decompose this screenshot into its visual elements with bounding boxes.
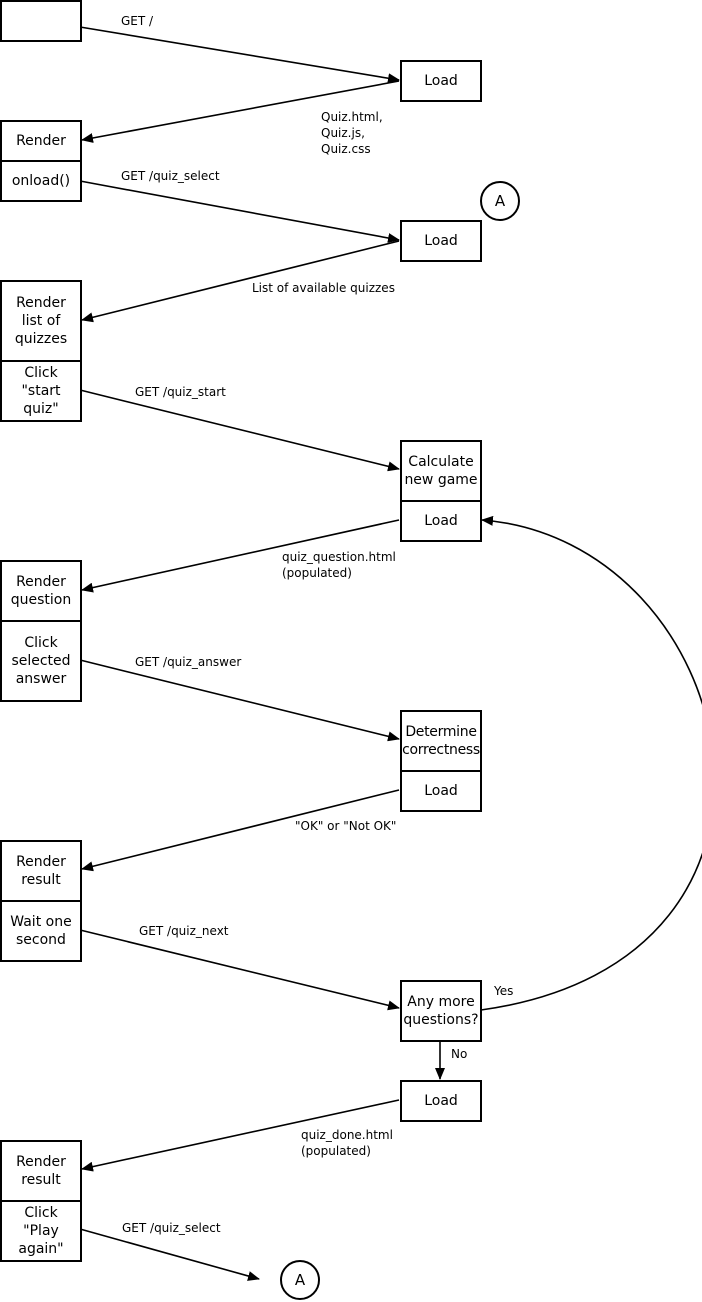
label-get-root: GET / [121, 14, 154, 28]
server-load-box-4: Load [400, 770, 482, 812]
label-get-quiz-answer: GET /quiz_answer [135, 655, 242, 669]
arrow-get-quiz-select-2 [79, 1228, 260, 1281]
server-load-box-2: Load [400, 220, 482, 262]
client-play-again-box: Click "Play again" [0, 1200, 82, 1262]
label-get-quiz-select: GET /quiz_select [121, 169, 220, 183]
arrow-quiz-files [81, 80, 400, 143]
server-determine-box: Determine correctness [400, 710, 482, 772]
client-wait-box: Wait one second [0, 900, 82, 962]
label-list-quizzes: List of available quizzes [252, 281, 395, 295]
client-start-box [0, 0, 82, 42]
server-load-box-3: Load [400, 500, 482, 542]
client-render-final-box: Render result [0, 1140, 82, 1202]
client-render-result-box: Render result [0, 840, 82, 902]
arrow-get-root [79, 26, 400, 84]
arrow-list-quizzes [81, 240, 400, 323]
arrow-ok-not-ok [81, 789, 400, 872]
client-click-start-box: Click "start quiz" [0, 360, 82, 422]
label-quiz-done-html: quiz_done.html (populated) [301, 1128, 393, 1158]
arrow-yes-loop [480, 515, 702, 1011]
label-ok-not-ok: "OK" or "Not OK" [295, 819, 397, 833]
arrow-get-quiz-next [79, 929, 400, 1011]
arrow-get-quiz-start [79, 389, 400, 472]
label-no: No [451, 1047, 468, 1061]
label-get-quiz-next: GET /quiz_next [139, 924, 229, 938]
arrow-get-quiz-select [79, 180, 400, 243]
server-calculate-box: Calculate new game [400, 440, 482, 502]
label-quiz-files: Quiz.html, Quiz.js, Quiz.css [321, 110, 383, 156]
client-render-box: Render [0, 120, 82, 162]
arrow-get-quiz-answer [79, 659, 400, 742]
server-any-more-box: Any more questions? [400, 980, 482, 1042]
label-yes: Yes [494, 984, 514, 998]
label-get-quiz-select-2: GET /quiz_select [122, 1221, 221, 1235]
label-quiz-question-html: quiz_question.html (populated) [282, 550, 396, 580]
arrow-quiz-question-html [81, 519, 400, 593]
connector-a-top: A [480, 181, 520, 221]
client-render-question-box: Render question [0, 560, 82, 622]
server-load-box-1: Load [400, 60, 482, 102]
connector-a-bottom: A [280, 1260, 320, 1300]
label-get-quiz-start: GET /quiz_start [135, 385, 226, 399]
client-onload-box: onload() [0, 160, 82, 202]
server-load-box-5: Load [400, 1080, 482, 1122]
client-render-list-box: Render list of quizzes [0, 280, 82, 362]
client-click-answer-box: Click selected answer [0, 620, 82, 702]
arrow-quiz-done-html [81, 1099, 400, 1172]
